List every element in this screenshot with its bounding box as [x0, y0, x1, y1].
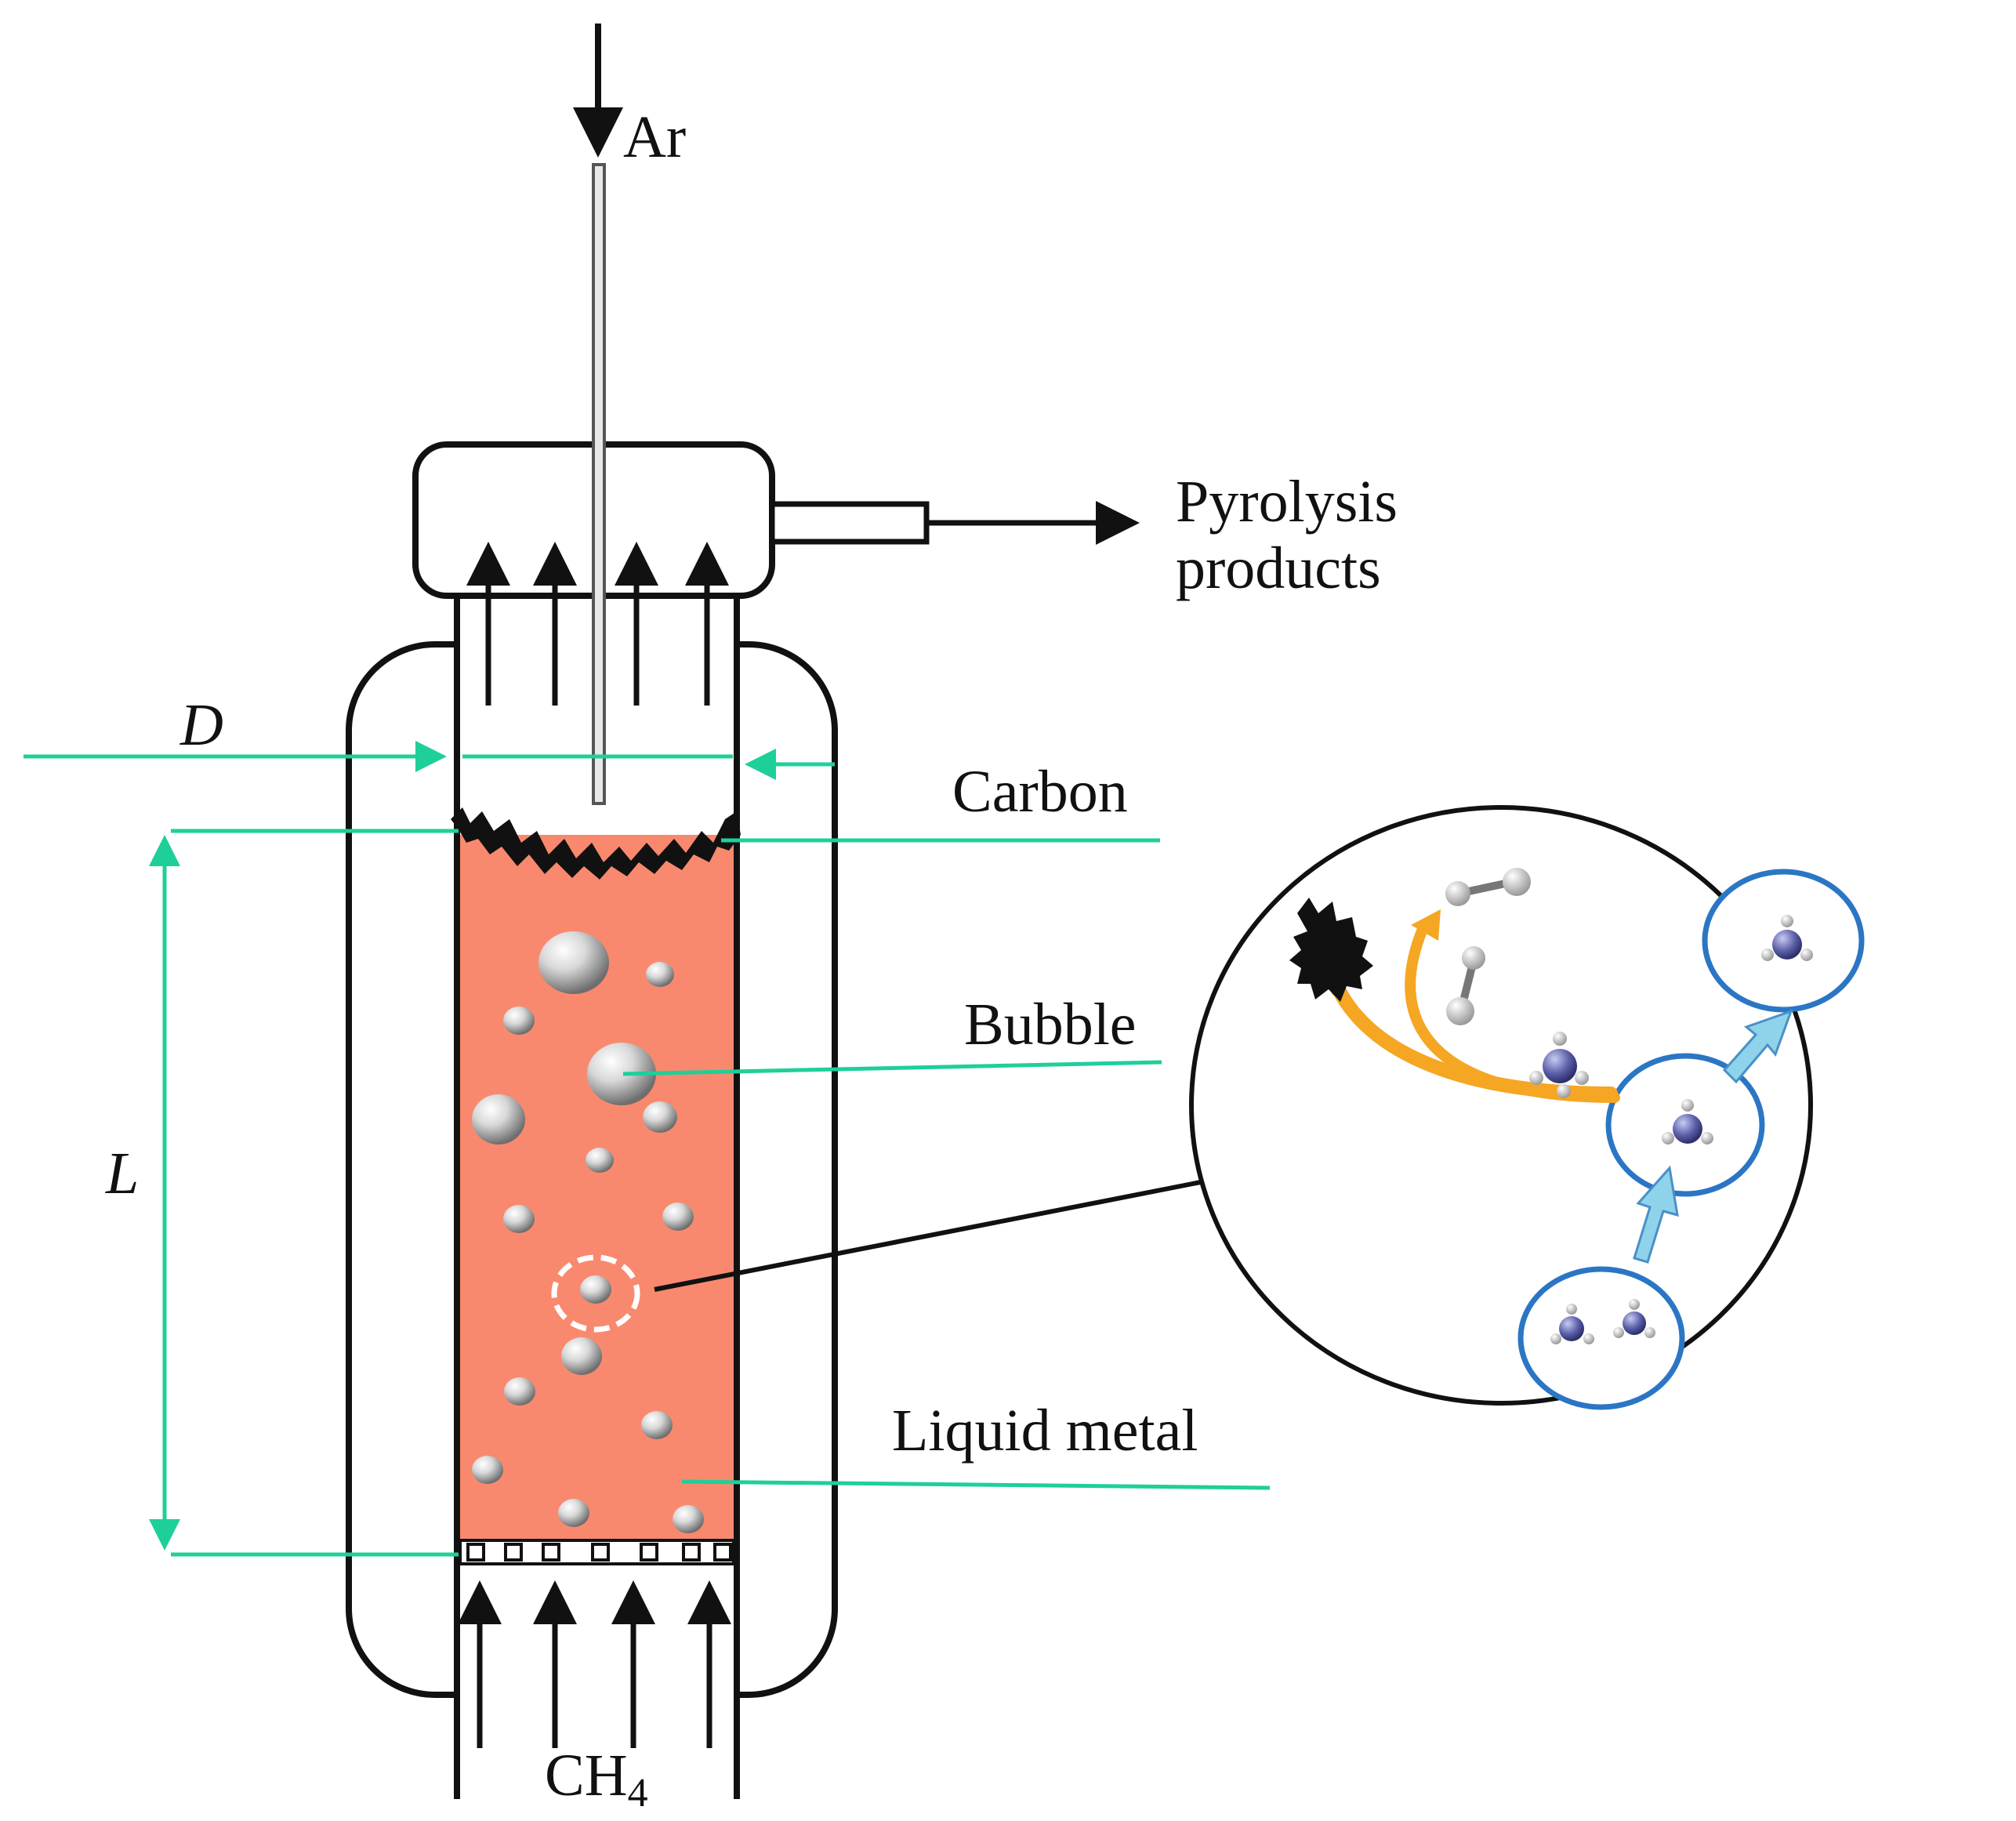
ar-inlet-tube	[592, 163, 606, 805]
inset-molecule-circles	[1517, 869, 1865, 1410]
inset-orange-arrow-hydrogen	[1405, 923, 1620, 1103]
ar-label: Ar	[623, 104, 686, 170]
inlet-flow-arrows	[458, 1580, 731, 1748]
liquid-metal-leader	[681, 1479, 1271, 1490]
bubble-label: Bubble	[964, 992, 1137, 1057]
outlet-flow-arrows	[466, 542, 729, 706]
carbon-label: Carbon	[952, 759, 1128, 825]
distributor-holes	[466, 1543, 732, 1562]
liquid-metal-label: Liquid metal	[892, 1398, 1198, 1464]
outlet-pipe	[769, 501, 930, 545]
pyrolysis-label-line1: Pyrolysis	[1176, 469, 1398, 535]
l-dimension-label: L	[105, 1141, 139, 1206]
inset-blue-arrows	[1633, 1009, 1793, 1264]
carbon-layer	[451, 807, 741, 880]
ch4-label: CH4	[545, 1743, 648, 1816]
inset-methane-molecules	[1529, 915, 1813, 1344]
bubbles	[472, 931, 704, 1533]
bubble-leader	[622, 1060, 1162, 1076]
pyrolysis-label-line2: products	[1176, 535, 1381, 601]
highlighted-bubble-ring	[551, 1254, 640, 1333]
inset-connector	[654, 1180, 1202, 1292]
d-dimension-label: D	[179, 692, 223, 758]
inset-carbon-cluster	[1289, 898, 1373, 1002]
inset-hydrogen-molecules	[1445, 868, 1531, 1025]
